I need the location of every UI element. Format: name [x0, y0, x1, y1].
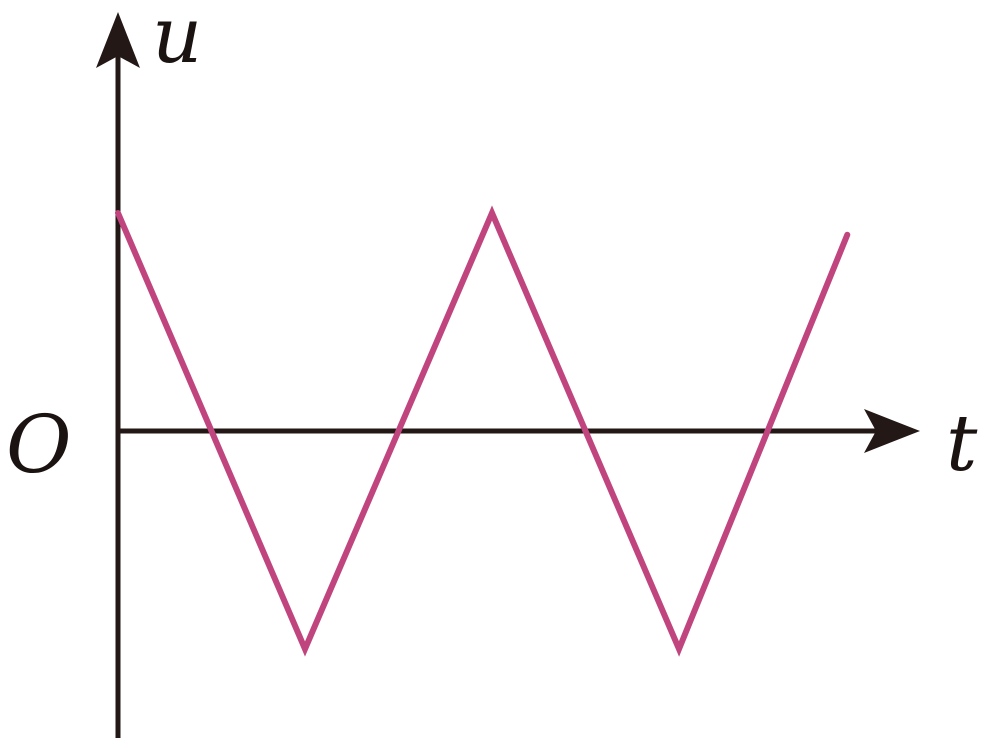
u-axis-label: u [152, 0, 202, 81]
t-axis-arrow-icon [864, 409, 920, 453]
triangle-waveform [115, 205, 851, 657]
origin-label: O [6, 398, 72, 491]
t-axis-label: t [946, 399, 978, 489]
u-axis-arrow-icon [96, 12, 140, 68]
